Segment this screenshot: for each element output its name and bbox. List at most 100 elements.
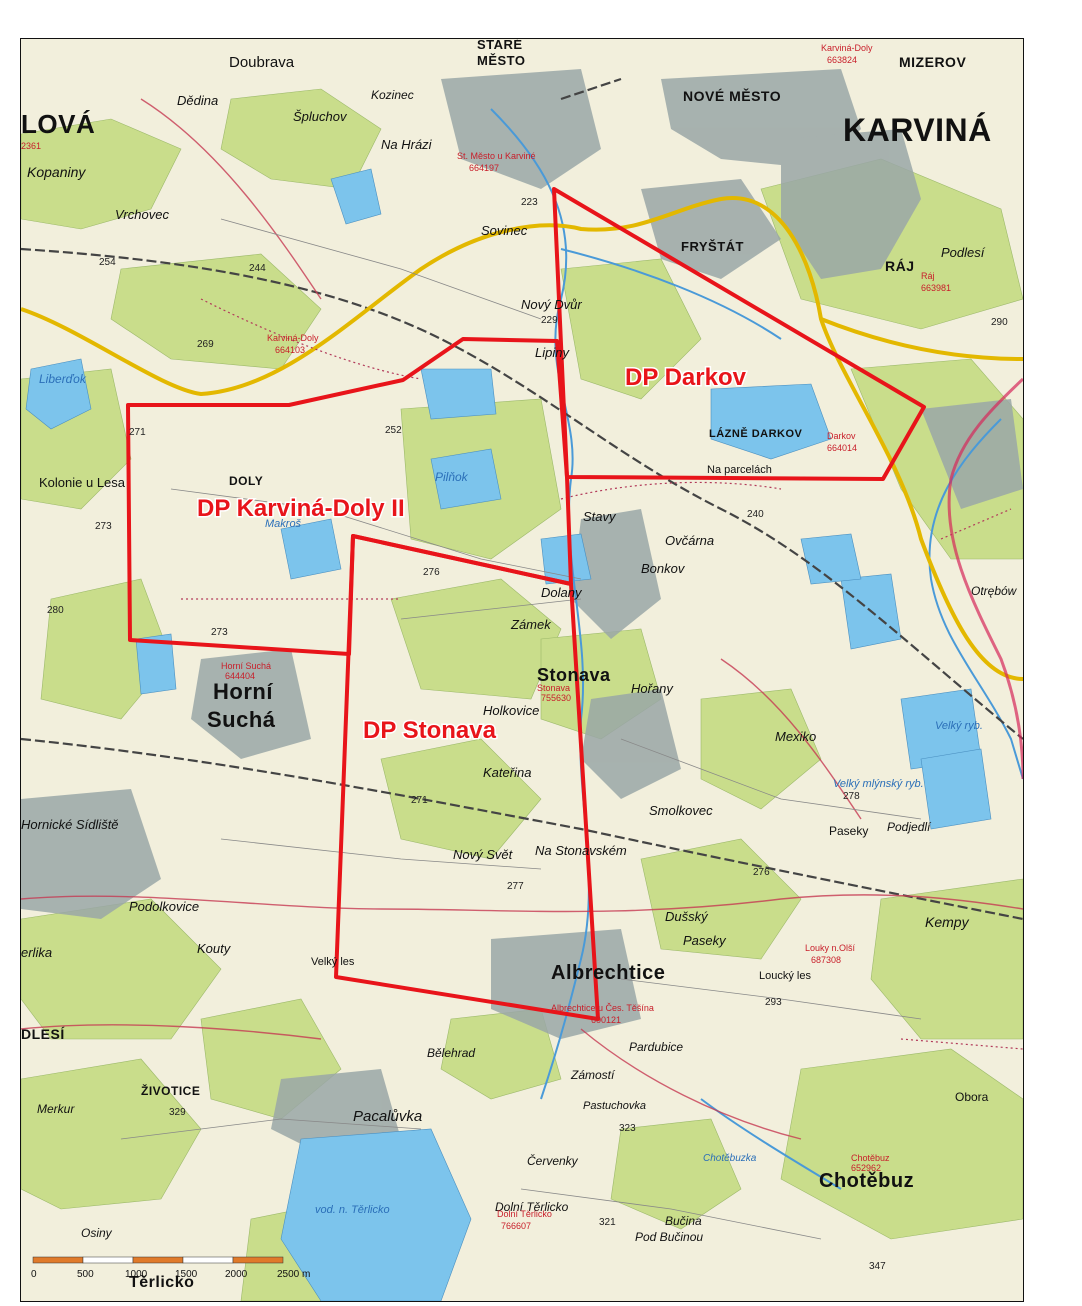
cadastral-label: Chotěbuz [851,1153,890,1163]
place-label: KARVINÁ [843,112,992,148]
place-label: Zámostí [570,1068,616,1082]
cadastral-label: 644404 [225,671,255,681]
place-label: NOVÉ MĚSTO [683,87,781,104]
place-label: DOLY [229,474,263,488]
railways [21,77,1023,921]
place-label: Bučina [665,1214,702,1228]
place-label: Kopaniny [27,164,86,180]
place-label: Na Stonavském [535,843,627,858]
place-label: Červenky [527,1153,579,1168]
cadastral-label: 766607 [501,1221,531,1231]
place-label: Podjedlí [887,820,932,834]
place-label: Makroš [265,518,302,530]
elevation-point: 229 [541,315,558,326]
place-label: Merkur [37,1102,75,1116]
cadastral-label: Karviná-Doly [821,43,873,53]
place-label: Na Hrázi [381,137,433,152]
place-label: Obora [955,1090,989,1104]
area-label-karvina-doly[interactable]: DP Karviná-Doly II [196,494,407,524]
scale-tick-label: 2500 m [277,1269,310,1280]
map-frame[interactable]: DP Darkov DP Karviná-Doly II DP Stonava … [20,38,1024,1302]
water-bodies [25,168,992,1301]
place-label: Dolany [541,585,583,600]
place-label: vod. n. Těrlicko [315,1204,390,1216]
place-label: Kempy [925,914,970,930]
elevation-point: 280 [47,605,64,616]
cadastral-label: 755630 [541,693,571,703]
scale-segment [82,1256,134,1264]
scale-segment [132,1256,184,1264]
place-label: Suchá [207,707,276,732]
place-label: Na parcelách [707,464,772,476]
minor-roads [120,218,922,1240]
elevation-point: 273 [211,627,228,638]
cadastral-label: Louky n.Olší [805,943,856,953]
municipal-boundaries [181,298,1023,1050]
area-label-darkov[interactable]: DP Darkov [624,363,749,393]
place-label: Velký mlýnský ryb. [833,778,924,790]
elevation-point: 347 [869,1261,886,1272]
place-label: Špluchov [293,109,348,124]
place-label: Hornické Sídliště [21,817,119,832]
place-label: Dědina [177,93,218,108]
place-label: Bělehrad [427,1046,475,1060]
scale-segment [32,1256,84,1264]
place-label: Paseky [683,933,727,948]
place-label: Hořany [631,681,674,696]
scale-tick-label: 500 [77,1269,94,1280]
place-label: Pacalůvka [353,1108,422,1125]
cadastral-label: 663824 [827,55,857,65]
cadastral-label: Stonava [537,683,570,693]
elevation-point: 278 [843,791,860,802]
scale-tick-label: 0 [31,1269,37,1280]
elevation-point: 244 [249,263,266,274]
place-label: Pilňok [435,470,469,484]
secondary-roads [21,98,1023,1140]
state-border [947,377,1023,780]
scale-bar: 0 500 1000 1500 2000 2500 m [31,1256,310,1280]
place-label: Kateřina [483,765,531,780]
elevation-point: 271 [129,427,146,438]
topographic-map[interactable]: DP Darkov DP Karviná-Doly II DP Stonava … [21,39,1023,1301]
place-label: Pastuchovka [583,1100,646,1112]
scale-tick-label: 1000 [125,1269,148,1280]
place-label: RÁJ [885,258,915,274]
place-label: Otrębów [971,584,1018,598]
elevation-labels: 223 254 244 269 271 273 252 229 240 276 … [47,197,1008,1272]
place-label: Pod Bučinou [635,1230,703,1244]
place-label: Vrchovec [115,207,169,222]
place-label: Bonkov [641,561,686,576]
elevation-point: 240 [747,509,764,520]
elevation-point: 252 [385,425,402,436]
cadastral-label: 2361 [21,141,41,151]
cadastral-labels: Karviná-Doly 664103 Darkov 664014 St. Mě… [21,43,951,1231]
scale-segment [232,1256,284,1264]
cadastral-label: Karviná-Doly [267,333,319,343]
area-outline-karvina-doly [126,337,573,656]
place-label: Loucký les [759,970,811,982]
elevation-point: 277 [507,881,524,892]
place-label: Mexiko [775,729,816,744]
cadastral-label: 687308 [811,955,841,965]
place-label: FRYŠTÁT [681,239,744,254]
elevation-point: 323 [619,1123,636,1134]
elevation-point: 290 [991,317,1008,328]
elevation-point: 321 [599,1217,616,1228]
elevation-point: 273 [95,521,112,532]
elevation-point: 271 [411,795,428,806]
area-label-stonava[interactable]: DP Stonava [362,716,499,746]
scale-segment [182,1256,234,1264]
place-label: MĚSTO [477,53,526,68]
elevation-point: 293 [765,997,782,1008]
place-label: Zámek [510,617,552,632]
cadastral-label: 664103 [275,345,305,355]
place-label: Podolkovice [129,899,199,914]
place-label: Nový Svět [453,847,514,862]
cadastral-label: 663981 [921,283,951,293]
place-label: Paseky [829,824,868,838]
place-label: Ovčárna [665,533,714,548]
place-label: Doubrava [229,54,295,71]
place-label: Chotěbuz [819,1170,914,1192]
place-label: Sovinec [481,223,528,238]
elevation-point: 254 [99,257,116,268]
